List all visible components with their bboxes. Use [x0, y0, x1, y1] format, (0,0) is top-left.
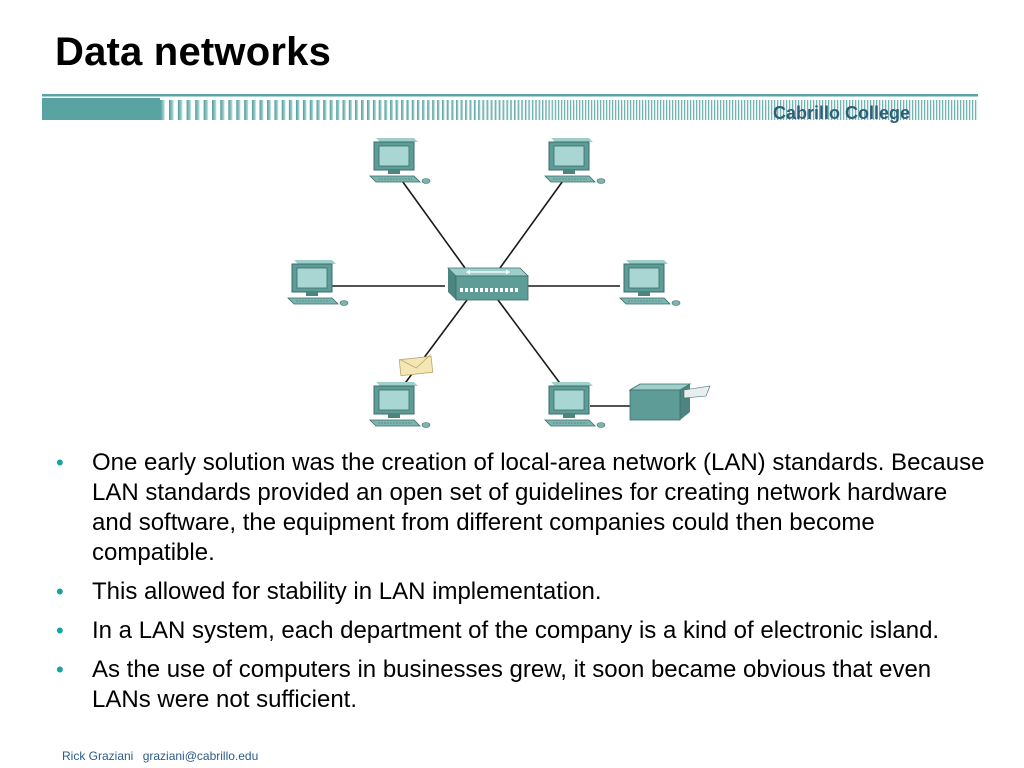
workstation-icon: [619, 259, 681, 306]
network-diagram: [287, 137, 711, 428]
list-item: • One early solution was the creation of …: [52, 448, 987, 568]
link-bottom-right: [497, 299, 566, 391]
bullet-text: This allowed for stability in LAN implem…: [92, 578, 602, 605]
link-top-right: [499, 177, 566, 269]
college-brand: Cabrillo College: [773, 103, 911, 123]
envelope-icon: [398, 354, 434, 377]
workstation-icon: [544, 381, 606, 428]
bullet-icon: •: [56, 657, 64, 682]
printer-icon: [628, 383, 711, 421]
bullet-list: • One early solution was the creation of …: [52, 448, 987, 724]
workstation-icon: [287, 259, 349, 306]
footer-email[interactable]: graziani@cabrillo.edu: [142, 749, 259, 763]
bullet-icon: •: [56, 618, 64, 643]
bullet-text: As the use of computers in businesses gr…: [92, 656, 932, 713]
link-top-left: [399, 177, 466, 269]
header-banner: [42, 94, 978, 120]
list-item: • In a LAN system, each department of the…: [52, 616, 987, 646]
list-item: • As the use of computers in businesses g…: [52, 655, 987, 715]
list-item: • This allowed for stability in LAN imple…: [52, 577, 987, 607]
workstation-icon: [369, 137, 431, 184]
network-hub-icon: [447, 267, 529, 301]
bullet-text: In a LAN system, each department of the …: [92, 617, 940, 644]
workstation-icon: [369, 381, 431, 428]
footer-author: Rick Graziani: [62, 749, 134, 763]
footer: Rick Graziani graziani@cabrillo.edu: [62, 748, 258, 764]
link-bottom-left: [399, 299, 468, 391]
bullet-text: One early solution was the creation of l…: [92, 449, 985, 566]
network-links: [325, 177, 632, 407]
bullet-icon: •: [56, 579, 64, 604]
workstation-icon: [544, 137, 606, 184]
page-title: Data networks: [55, 30, 332, 74]
bullet-icon: •: [56, 450, 64, 475]
